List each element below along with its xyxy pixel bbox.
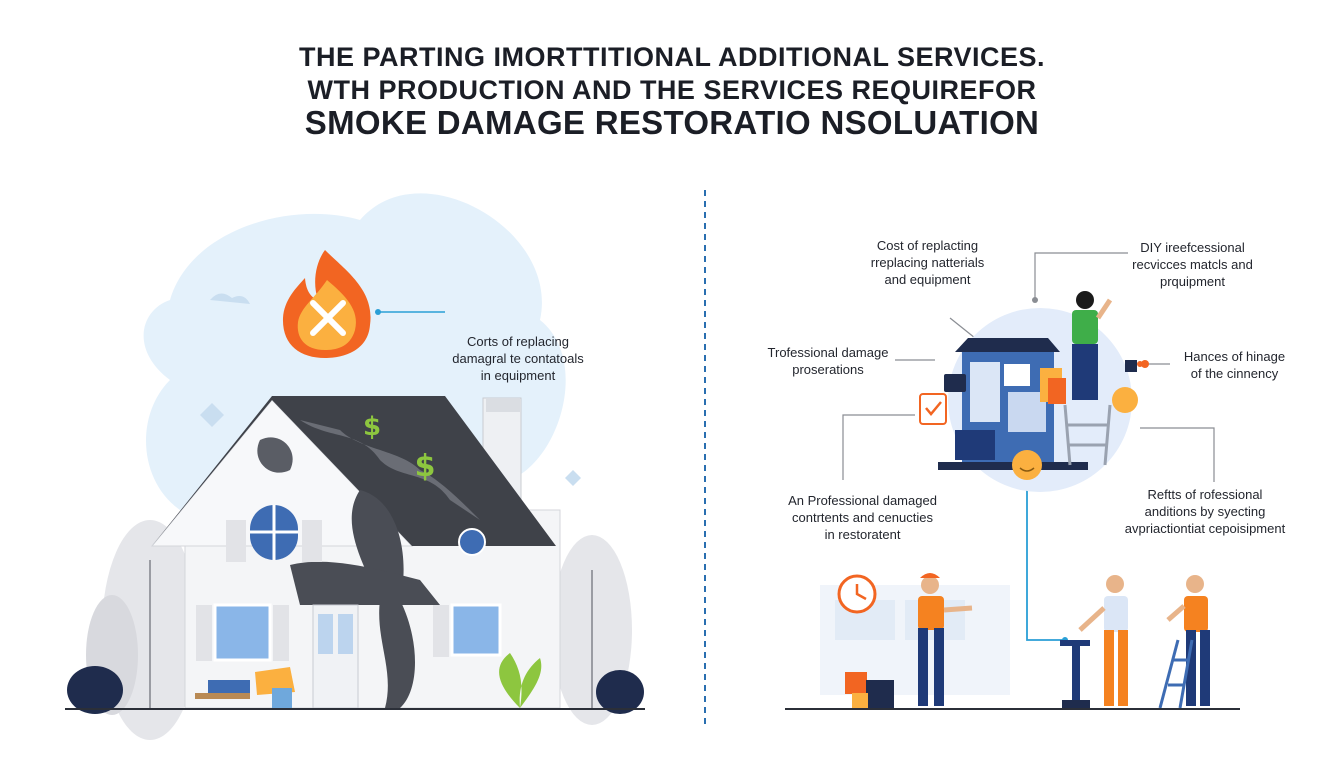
title-line-1: THE PARTING IMORTTITIONAL ADDITIONAL SER… <box>298 42 1046 72</box>
dollar-icon: $ <box>363 412 381 442</box>
worker-middle <box>1078 575 1128 706</box>
title-line-3: SMOKE DAMAGE RESTORATIO NSOLUATION <box>304 104 1040 141</box>
dollar-icon: $ <box>415 449 436 484</box>
burnt-roof <box>152 396 556 546</box>
worker-top <box>1072 291 1113 400</box>
callout-hances-hinage: Hances of hinage of the cinnency <box>1183 349 1286 381</box>
checklist-icon <box>919 393 947 425</box>
worker-left <box>918 573 973 706</box>
right-panel-diagram <box>785 252 1240 710</box>
blue-arrow-connector <box>1026 480 1065 641</box>
window-bottom-right <box>450 603 502 657</box>
emoji-face-icon <box>1012 450 1042 480</box>
worker-right <box>1166 575 1210 706</box>
window-round <box>458 528 486 556</box>
bench <box>195 693 250 699</box>
table-stand <box>1060 640 1090 708</box>
callout-professional-damaged: An Professional damaged contrtents and c… <box>788 493 937 542</box>
callout-diy-professional: DIY ireefcessional recvicces matcls and … <box>1132 240 1253 289</box>
callout-connectors <box>842 252 1215 482</box>
left-panel-house: $ $ <box>65 193 645 740</box>
fire-cross-icon <box>282 250 371 358</box>
callout-refits-professional: Reftts of rofessional anditions by syect… <box>1124 487 1286 536</box>
ladder <box>1063 404 1112 466</box>
ladder-small <box>1158 639 1194 709</box>
plant <box>499 653 542 708</box>
emoji-face-icon <box>1112 387 1138 413</box>
title-line-2: WTH PRODUCTION AND THE SERVICES REQUIREF… <box>307 75 1037 105</box>
left-callout-text: Corts of replacing damagral te contatoal… <box>452 334 584 383</box>
callout-professional-damage: Trofessional damage proserations <box>767 345 889 377</box>
window-bottom-left <box>213 603 272 662</box>
clock-icon <box>837 574 877 614</box>
callout-cost-replacing: Cost of replacting rreplacing natterials… <box>870 238 985 287</box>
